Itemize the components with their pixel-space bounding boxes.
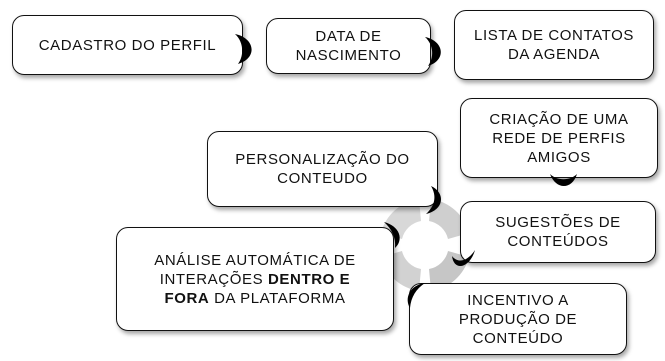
- node-lista-de-contatos: LISTA DE CONTATOS DA AGENDA: [454, 10, 654, 80]
- node-label: REDE DE PERFIS: [492, 129, 626, 147]
- node-label-part: INTERAÇÕES: [159, 270, 268, 288]
- node-label-emphasis: FORA: [164, 289, 210, 307]
- node-label: DA AGENDA: [507, 46, 601, 63]
- node-label: CONTEUDO: [277, 170, 368, 187]
- node-label: CONTEÚDO: [472, 329, 564, 347]
- node-label: LISTA DE CONTATOS: [474, 27, 634, 44]
- node-label: CADASTRO DO PERFIL: [38, 36, 217, 54]
- node-label: CONTEÚDOS: [507, 233, 609, 250]
- node-incentivo-a-producao: INCENTIVO A PRODUÇÃO DE CONTEÚDO: [409, 283, 627, 355]
- node-label: SUGESTÕES DE: [495, 214, 621, 231]
- cycle-center: [407, 227, 443, 263]
- node-label: FORA DA PLATAFORMA: [154, 289, 356, 308]
- node-label: PERSONALIZAÇÃO DO: [235, 151, 410, 168]
- node-data-de-nascimento: DATA DE NASCIMENTO: [266, 18, 431, 74]
- node-label-part: DA PLATAFORMA: [209, 289, 346, 307]
- node-label: AMIGOS: [527, 148, 591, 166]
- node-label: NASCIMENTO: [295, 47, 402, 64]
- node-sugestoes-de-conteudos: SUGESTÕES DE CONTEÚDOS: [460, 201, 656, 263]
- node-analise-automatica: ANÁLISE AUTOMÁTICA DE INTERAÇÕES DENTRO …: [116, 227, 394, 331]
- node-label: PRODUÇÃO DE: [458, 310, 578, 328]
- node-label: ANÁLISE AUTOMÁTICA DE: [154, 251, 356, 269]
- node-label: INTERAÇÕES DENTRO E: [154, 270, 356, 289]
- node-label: DATA DE: [315, 28, 382, 45]
- node-cadastro-do-perfil: CADASTRO DO PERFIL: [12, 15, 243, 75]
- node-label: CRIAÇÃO DE UMA: [489, 110, 629, 128]
- node-rede-de-perfis: CRIAÇÃO DE UMA REDE DE PERFIS AMIGOS: [460, 98, 658, 178]
- node-label: INCENTIVO A: [467, 291, 569, 309]
- node-personalizacao-do-conteudo: PERSONALIZAÇÃO DO CONTEUDO: [207, 131, 438, 207]
- node-label-emphasis: DENTRO E: [267, 270, 351, 288]
